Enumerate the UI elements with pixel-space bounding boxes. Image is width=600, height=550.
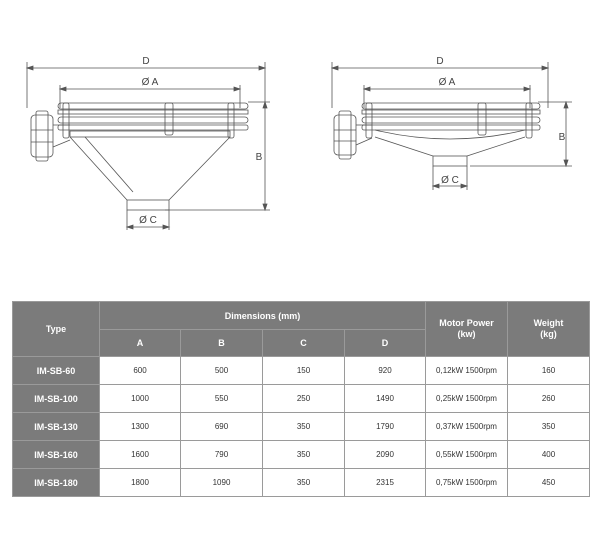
label-c: Ø C — [139, 215, 157, 226]
motor-cell: 0,12kW 1500rpm — [425, 356, 509, 385]
vibration-motor — [30, 110, 71, 162]
c-cell: 350 — [262, 412, 345, 441]
dimension-a — [362, 85, 532, 108]
weight-cell: 450 — [507, 468, 591, 497]
b-cell: 790 — [180, 440, 263, 469]
d-cell: 1790 — [343, 412, 427, 441]
motor-cell: 0,75kW 1500rpm — [425, 468, 509, 497]
d-cell: 920 — [343, 356, 427, 385]
motor-power-header-line2: (kw) — [457, 329, 476, 339]
motor-cell: 0,55kW 1500rpm — [425, 440, 509, 469]
motor-cell: 0,25kW 1500rpm — [425, 384, 509, 413]
screen-frame — [57, 102, 249, 139]
c-cell: 350 — [262, 440, 345, 469]
weight-header-line1: Weight — [533, 318, 564, 328]
label-a: Ø A — [439, 77, 456, 88]
drawing-deep-cone — [25, 62, 270, 230]
dimension-d — [25, 62, 267, 108]
type-header: Type — [12, 301, 100, 357]
c-cell: 150 — [262, 356, 345, 385]
weight-cell: 350 — [507, 412, 591, 441]
column-header-b: B — [180, 329, 263, 357]
b-cell: 500 — [180, 356, 263, 385]
table-row: IM-SB-60 600 500 150 920 0,12kW 1500rpm … — [12, 356, 591, 385]
type-cell: IM-SB-100 — [12, 384, 100, 413]
motor-power-header: Motor Power (kw) — [425, 301, 509, 357]
dimension-c — [431, 166, 469, 190]
b-cell: 550 — [180, 384, 263, 413]
type-cell: IM-SB-130 — [12, 412, 100, 441]
a-cell: 1600 — [99, 440, 181, 469]
screen-frame — [361, 102, 541, 140]
weight-header: Weight (kg) — [507, 301, 591, 357]
d-cell: 1490 — [343, 384, 427, 413]
b-cell: 1090 — [180, 468, 263, 497]
table-row: IM-SB-130 1300 690 350 1790 0,37kW 1500r… — [12, 412, 591, 441]
c-cell: 350 — [262, 468, 345, 497]
table-row: IM-SB-180 1800 1090 350 2315 0,75kW 1500… — [12, 468, 591, 497]
label-b: B — [559, 132, 566, 143]
technical-drawings: D Ø A B Ø C — [25, 56, 572, 230]
label-d: D — [436, 56, 443, 67]
type-cell: IM-SB-60 — [12, 356, 100, 385]
dimension-c — [125, 210, 171, 230]
hopper-cone — [69, 136, 231, 211]
a-cell: 600 — [99, 356, 181, 385]
motor-power-header-line1: Motor Power — [439, 318, 494, 328]
type-cell: IM-SB-160 — [12, 440, 100, 469]
type-cell: IM-SB-180 — [12, 468, 100, 497]
weight-header-line2: (kg) — [540, 329, 557, 339]
weight-cell: 260 — [507, 384, 591, 413]
dimension-a — [58, 85, 242, 108]
label-c: Ø C — [441, 175, 459, 186]
motor-cell: 0,37kW 1500rpm — [425, 412, 509, 441]
a-cell: 1300 — [99, 412, 181, 441]
table-row: IM-SB-100 1000 550 250 1490 0,25kW 1500r… — [12, 384, 591, 413]
column-header-c: C — [262, 329, 345, 357]
column-header-a: A — [99, 329, 181, 357]
label-a: Ø A — [142, 77, 159, 88]
dimensions-header: Dimensions (mm) — [98, 301, 427, 330]
dimension-b — [470, 100, 572, 168]
d-cell: 2090 — [343, 440, 427, 469]
weight-cell: 400 — [507, 440, 591, 469]
table-row: IM-SB-160 1600 790 350 2090 0,55kW 1500r… — [12, 440, 591, 469]
hopper-cone — [374, 136, 526, 167]
dimension-b — [165, 100, 270, 212]
vibration-motor — [333, 110, 373, 160]
b-cell: 690 — [180, 412, 263, 441]
a-cell: 1800 — [99, 468, 181, 497]
a-cell: 1000 — [99, 384, 181, 413]
label-b: B — [256, 152, 263, 163]
weight-cell: 160 — [507, 356, 591, 385]
dimension-d — [330, 62, 550, 108]
label-d: D — [142, 56, 149, 67]
c-cell: 250 — [262, 384, 345, 413]
column-header-d: D — [343, 329, 427, 357]
specifications-table: Type Dimensions (mm) Motor Power (kw) We… — [12, 301, 591, 497]
d-cell: 2315 — [343, 468, 427, 497]
drawing-shallow-cone — [330, 62, 572, 190]
